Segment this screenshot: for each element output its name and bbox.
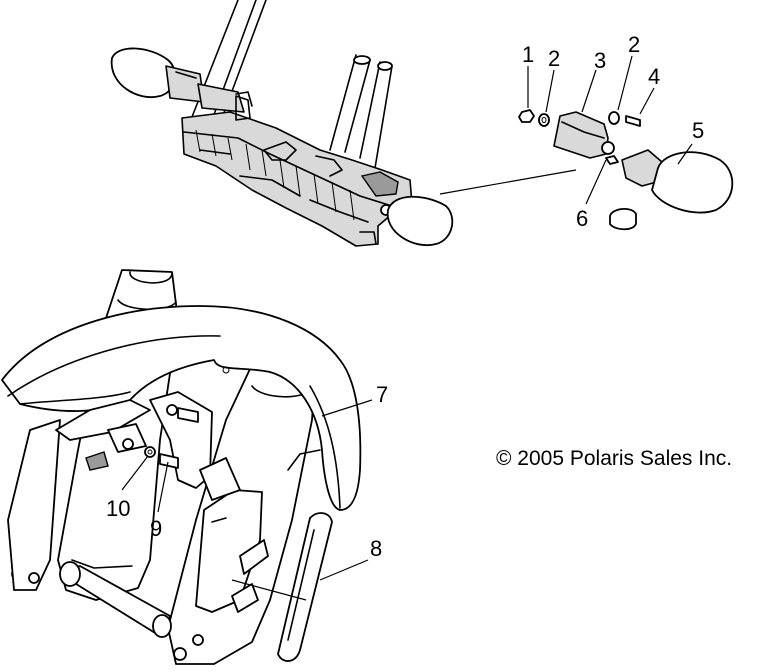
callout-3: 3 bbox=[594, 48, 606, 73]
fork-tubes-upper bbox=[189, 0, 393, 169]
callout-2a: 2 bbox=[548, 46, 560, 71]
callout-10: 10 bbox=[106, 496, 130, 521]
fender-hardware bbox=[122, 404, 199, 469]
exploded-signal-assembly bbox=[439, 109, 734, 231]
right-turn-signal-installed bbox=[386, 195, 454, 247]
triple-clamp bbox=[181, 95, 413, 247]
leader-lines bbox=[121, 55, 693, 601]
callout-6: 6 bbox=[576, 206, 588, 231]
callout-2b: 2 bbox=[628, 32, 640, 57]
left-turn-signal bbox=[110, 47, 253, 113]
callout-1: 1 bbox=[522, 42, 534, 67]
axle bbox=[59, 561, 172, 638]
callout-labels: 1 2 2 3 4 5 6 7 8 9 10 bbox=[106, 32, 704, 561]
callout-4: 4 bbox=[648, 64, 660, 89]
fork-lower-right bbox=[167, 351, 317, 665]
callout-9: 9 bbox=[150, 516, 162, 541]
reflector bbox=[277, 512, 333, 662]
callout-7: 7 bbox=[376, 382, 388, 407]
callout-5: 5 bbox=[692, 118, 704, 143]
copyright-notice: © 2005 Polaris Sales Inc. bbox=[496, 447, 732, 470]
callout-8: 8 bbox=[370, 536, 382, 561]
